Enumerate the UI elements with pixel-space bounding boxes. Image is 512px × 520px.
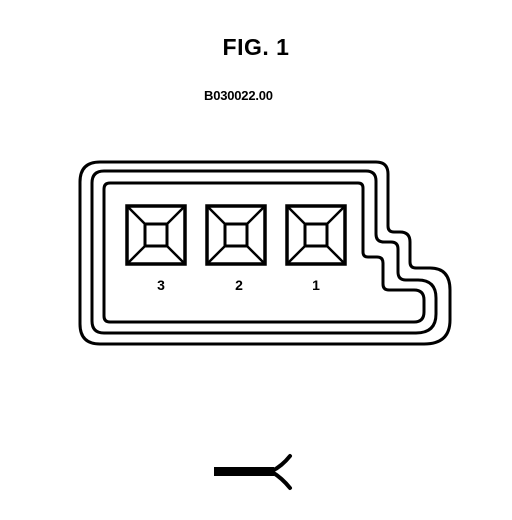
connector-housing-inner: [102, 181, 426, 324]
pin-3-terminal: [125, 204, 187, 266]
pin-label-2: 2: [235, 277, 243, 293]
pin-2-terminal: [205, 204, 267, 266]
figure-title: FIG. 1: [222, 34, 290, 60]
pin-1-terminal: [285, 204, 347, 266]
wire-harness-icon: [214, 454, 292, 490]
pin-label-1: 1: [312, 277, 320, 293]
pin-label-3: 3: [157, 277, 165, 293]
connector-housing-middle: [90, 169, 438, 335]
connector-housing-outer: [78, 160, 452, 346]
figure-code: B030022.00: [204, 88, 273, 103]
